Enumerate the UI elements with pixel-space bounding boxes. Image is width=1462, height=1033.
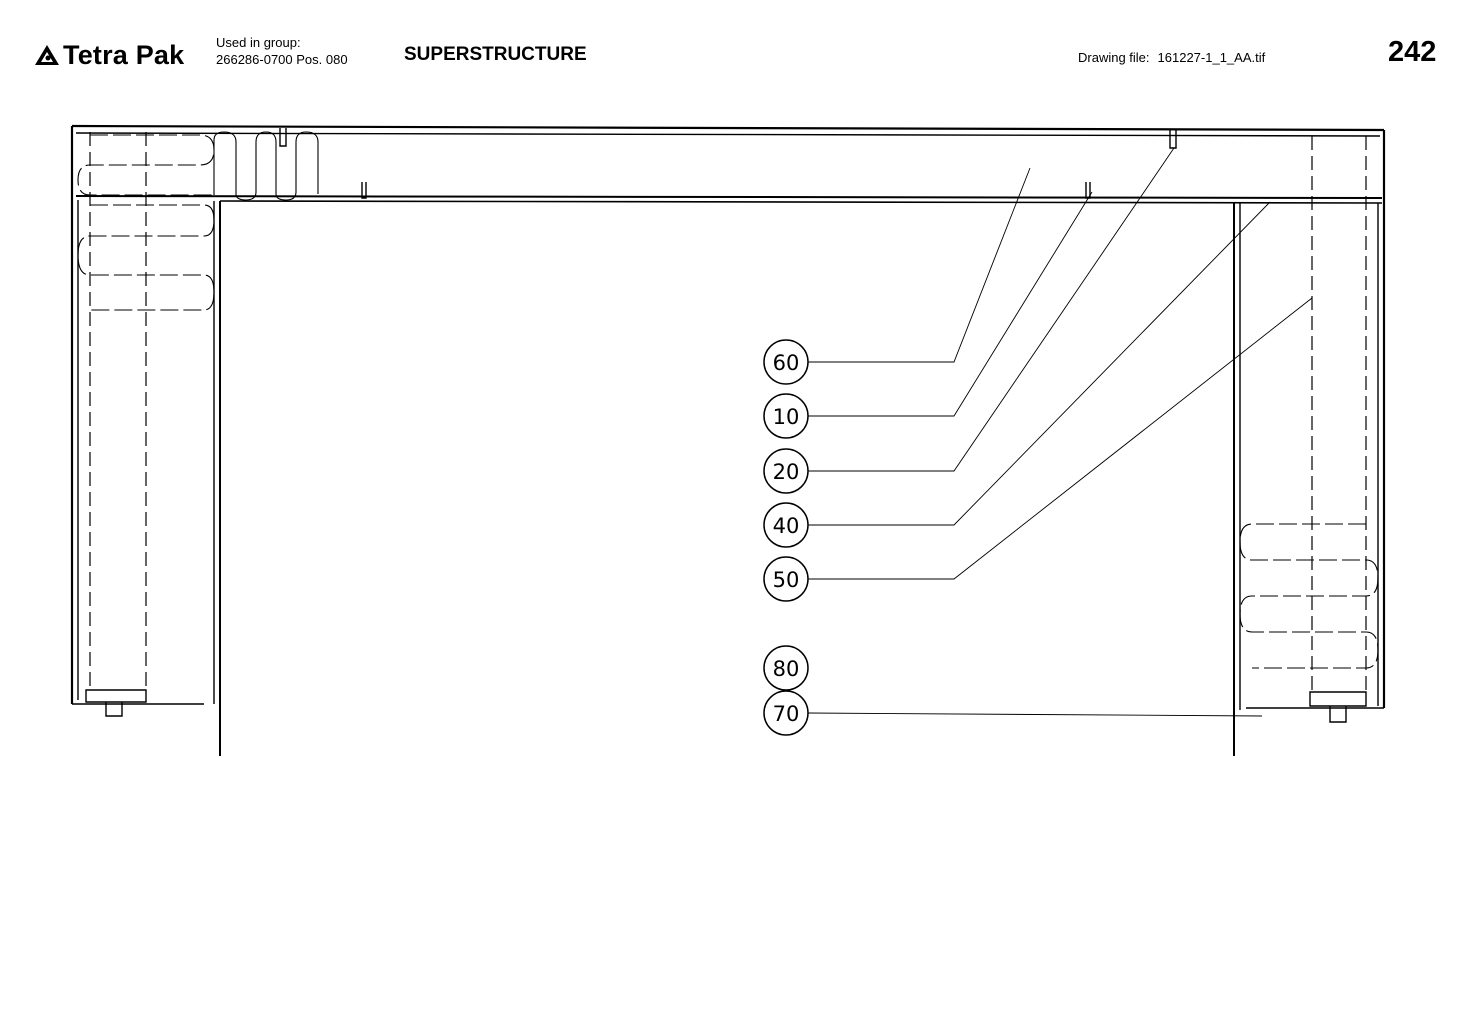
callout-bubble: 70: [763, 690, 809, 736]
callout-bubbles: 60 10 20 40 50 80: [763, 339, 809, 736]
callout-label: 60: [773, 351, 800, 375]
callout-label: 20: [773, 460, 800, 484]
brand-name: Tetra Pak: [63, 39, 185, 70]
page-header: Tetra Pak Used in group: 266286-0700 Pos…: [0, 0, 1462, 90]
used-in-group: Used in group: 266286-0700 Pos. 080: [216, 34, 348, 68]
used-in-group-label: Used in group:: [216, 35, 301, 50]
callout-bubble: 60: [763, 339, 809, 385]
callout-bubble: 80: [763, 645, 809, 691]
callout-label: 80: [773, 657, 800, 681]
drawing-file-value: 161227-1_1_AA.tif: [1157, 50, 1266, 65]
callout-bubble: 50: [763, 556, 809, 602]
callout-label: 10: [773, 405, 800, 429]
callout-bubble: 40: [763, 502, 809, 548]
callout-label: 70: [773, 702, 800, 726]
callout-bubble: 20: [763, 448, 809, 494]
callout-label: 50: [773, 568, 800, 592]
page-title: SUPERSTRUCTURE: [404, 44, 587, 65]
page-number: 242: [1388, 36, 1437, 68]
callout-label: 40: [773, 514, 800, 538]
brand-logo: Tetra Pak: [34, 38, 184, 72]
drawing-file-label: Drawing file:: [1078, 50, 1150, 65]
used-in-group-value: 266286-0700 Pos. 080: [216, 52, 348, 67]
callout-bubble: 10: [763, 393, 809, 439]
tetra-pak-logo-icon: [35, 45, 59, 65]
drawing-file: Drawing file: 161227-1_1_AA.tif: [1078, 50, 1265, 65]
